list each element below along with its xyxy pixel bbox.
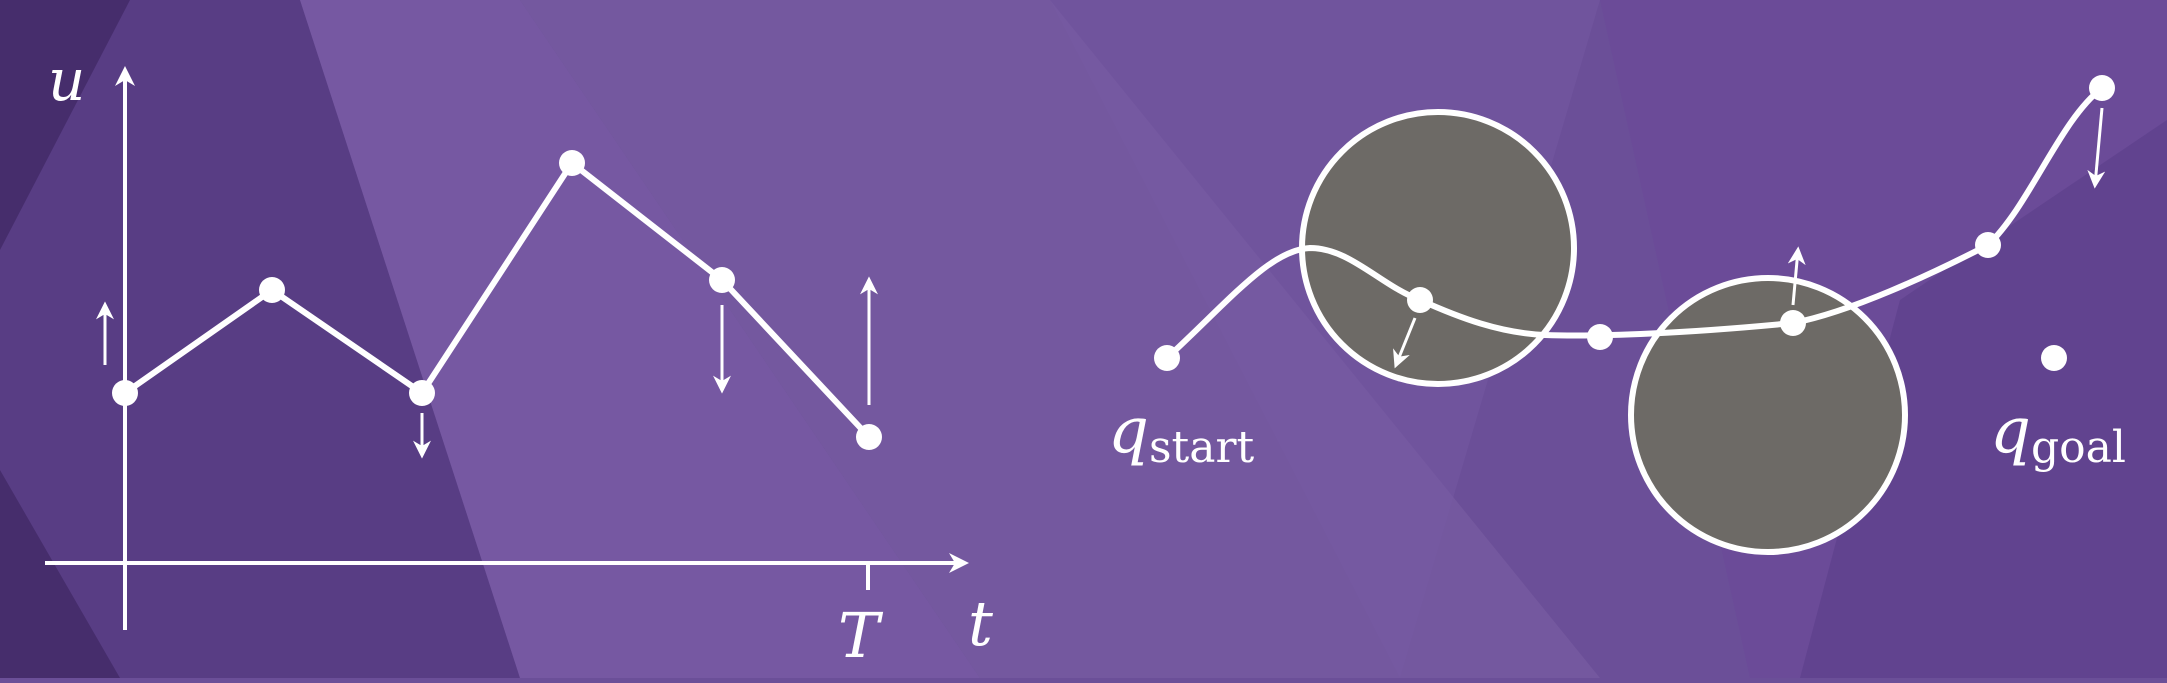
knot (409, 380, 435, 406)
knot (709, 267, 735, 293)
control-plot (45, 66, 969, 630)
obstacle (1628, 275, 1908, 555)
start-subscript: start (1149, 422, 1255, 473)
trajectory-gradient-arrows (1393, 107, 2106, 369)
knot (1407, 287, 1433, 313)
down-arrow-icon (2087, 107, 2106, 189)
goal-label: qgoal (1990, 394, 2126, 473)
knot (1780, 310, 1806, 336)
knot (856, 424, 882, 450)
up-arrow-icon (1787, 246, 1806, 306)
x-axis-label: t (968, 587, 993, 660)
goal-symbol: q (1990, 394, 2031, 468)
control-gradient-arrows (96, 276, 878, 459)
goal-point (2041, 345, 2067, 371)
trajectory-scene (1154, 75, 2115, 555)
start-label: qstart (1108, 394, 1254, 473)
knot (2089, 75, 2115, 101)
down-arrow-icon (1393, 317, 1417, 369)
knot (1975, 232, 2001, 258)
y-axis-label: u (48, 46, 85, 114)
knot (112, 380, 138, 406)
trajectory-knots (1154, 75, 2115, 371)
control-knots (112, 150, 882, 450)
knot (559, 150, 585, 176)
control-polyline (123, 160, 872, 440)
knot (1587, 324, 1613, 350)
goal-subscript: goal (2031, 422, 2126, 473)
knot (1154, 345, 1180, 371)
knot (259, 277, 285, 303)
t-end-label: T (838, 599, 884, 672)
obstacle (1299, 109, 1577, 387)
start-symbol: q (1108, 394, 1149, 468)
